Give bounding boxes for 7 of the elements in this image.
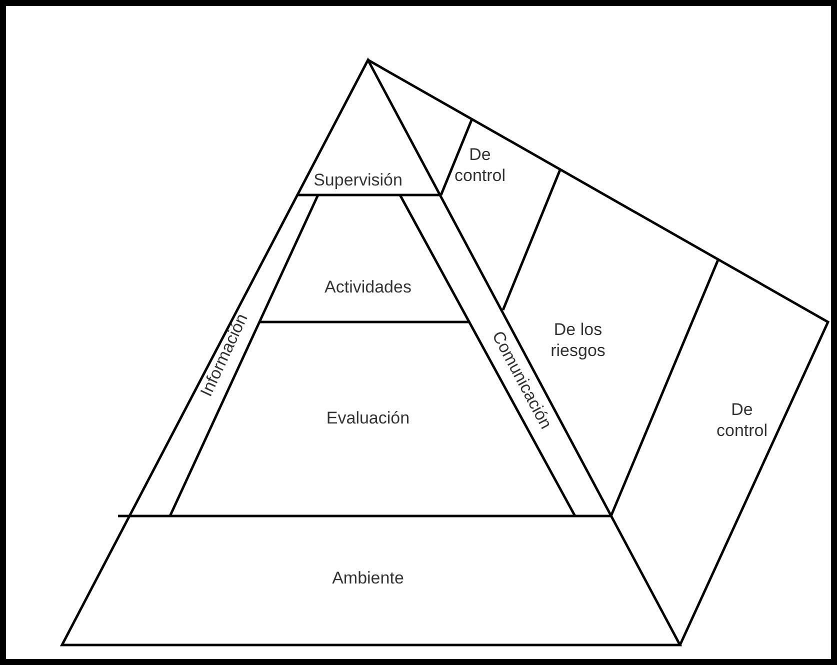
tier-label: De control [445, 144, 515, 186]
tier-label: De los riesgos [533, 319, 623, 361]
tier-label: Supervisión [298, 170, 418, 190]
tier-label: Evaluación [298, 408, 438, 428]
tier-label: Actividades [298, 276, 438, 298]
tier-label: De control [707, 399, 777, 441]
tier-label: Ambiente [298, 568, 438, 588]
